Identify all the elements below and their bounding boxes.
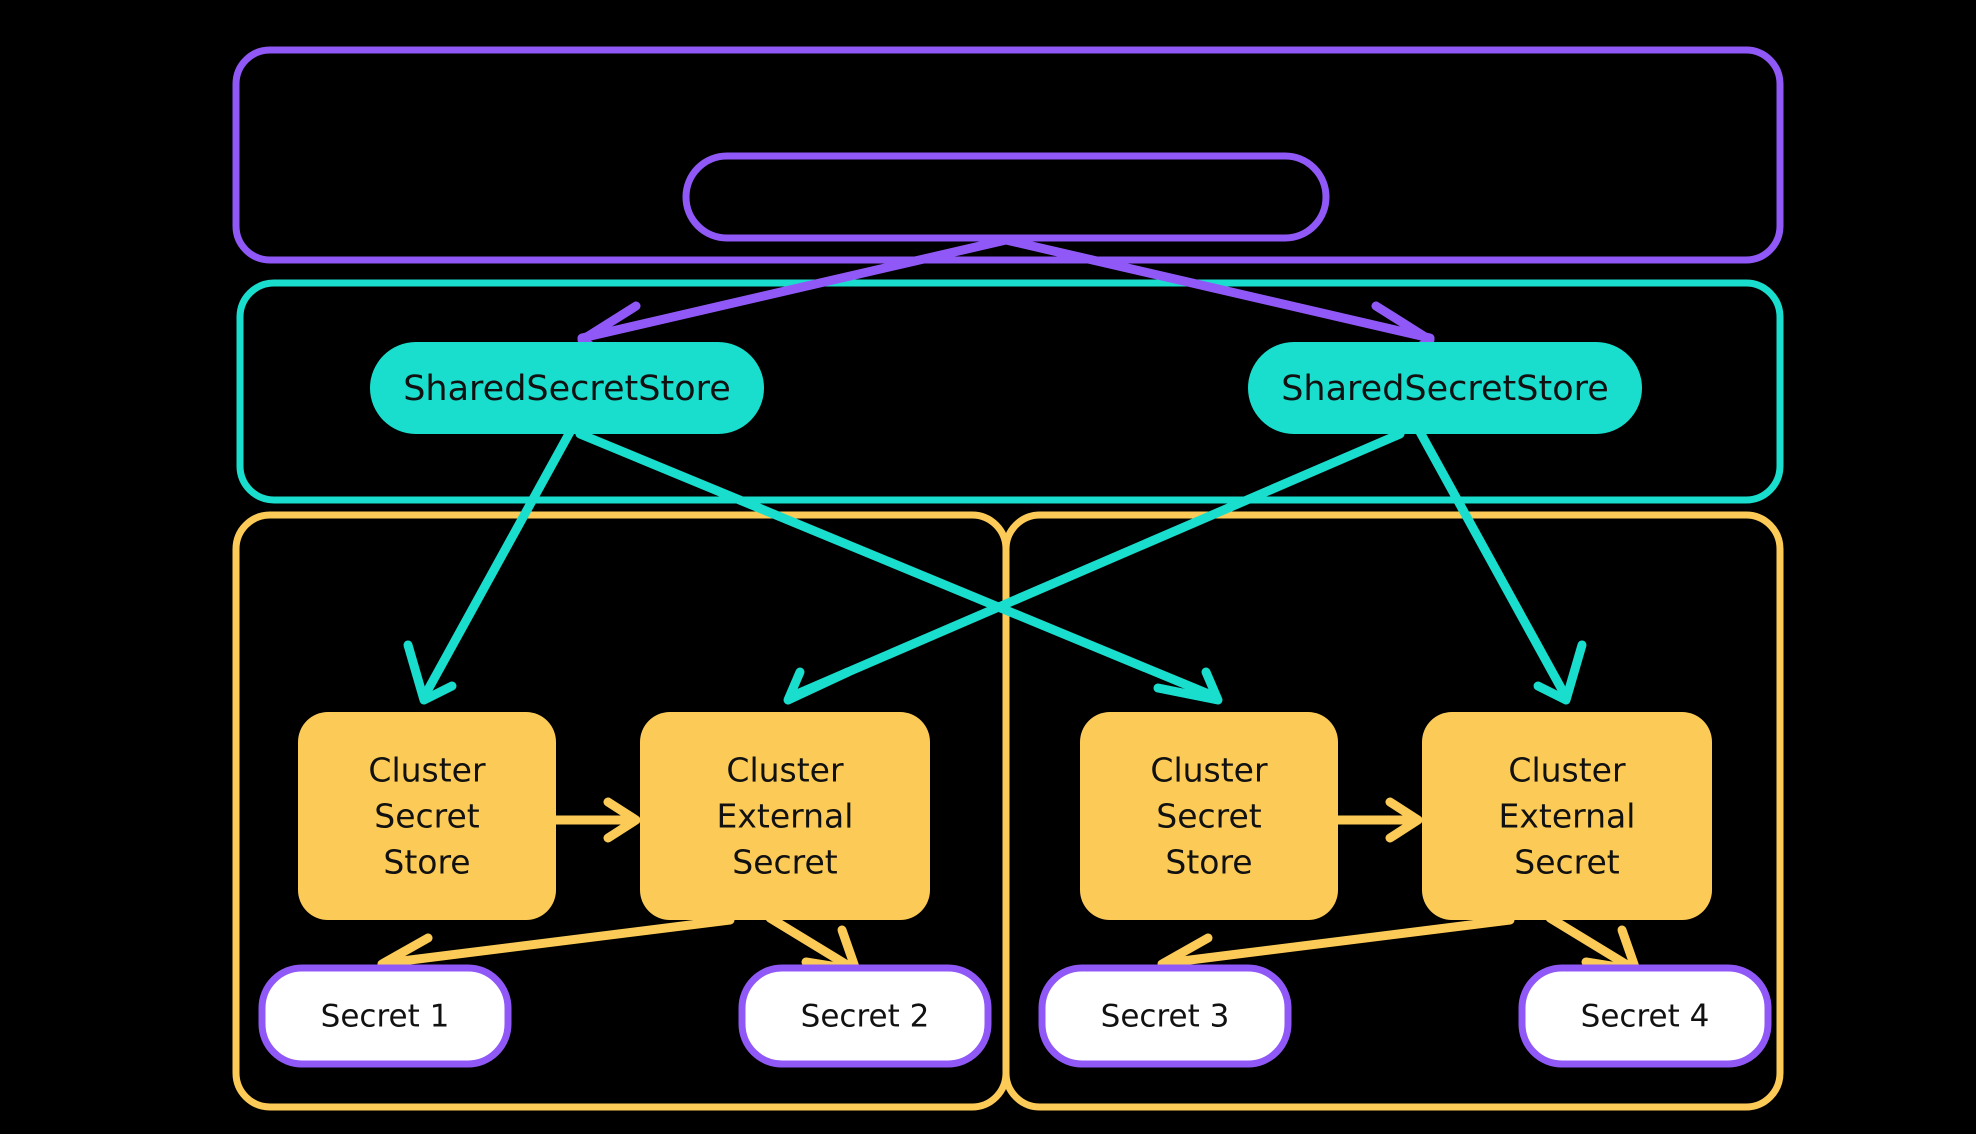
- secret-4-shape[interactable]: [1518, 964, 1772, 1068]
- shared-secret-store-left-shape[interactable]: [370, 342, 764, 434]
- shared-secret-store-right-shape[interactable]: [1248, 342, 1642, 434]
- edge-shared-left-to-css-right: [575, 429, 1223, 705]
- secret-4[interactable]: Secret 4: [1518, 964, 1772, 1068]
- shared-secret-store-container[interactable]: [236, 279, 1784, 504]
- secret-3[interactable]: Secret 3: [1038, 964, 1292, 1068]
- cluster-external-secret-left-shape[interactable]: [640, 712, 930, 920]
- operator-container[interactable]: [232, 46, 1784, 264]
- secret-2-shape[interactable]: [738, 964, 992, 1068]
- edge-shared-right-to-ces-right: [1415, 427, 1587, 705]
- cluster-external-secret-right[interactable]: Cluster External Secret: [1422, 712, 1712, 920]
- cluster-secret-store-left-line1: Cluster: [368, 751, 486, 790]
- edge-shared-left-to-css-left: [403, 427, 575, 705]
- secret-3-label: Secret 3: [1101, 999, 1230, 1035]
- secret-1-shape[interactable]: [258, 964, 512, 1068]
- cluster-external-secret-left[interactable]: Cluster External Secret: [640, 712, 930, 920]
- secret-4-label: Secret 4: [1581, 999, 1710, 1035]
- edge-css-right-to-ces-right: [1333, 797, 1423, 843]
- cluster-secret-store-right-line3: Store: [1165, 843, 1252, 882]
- cluster-secret-store-right-line2: Secret: [1156, 797, 1262, 836]
- cluster-secret-store-left-shape[interactable]: [298, 712, 556, 920]
- cluster-secret-store-left[interactable]: Cluster Secret Store: [298, 712, 556, 920]
- cluster-external-secret-right-line2: External: [1499, 797, 1636, 836]
- cluster-secret-store-right[interactable]: Cluster Secret Store: [1080, 712, 1338, 920]
- cluster-external-secret-left-line1: Cluster: [726, 751, 844, 790]
- secret-2-label: Secret 2: [801, 999, 930, 1035]
- secret-1-label: Secret 1: [321, 999, 450, 1035]
- cluster-external-secret-right-line3: Secret: [1514, 843, 1620, 882]
- cluster-secret-store-left-line2: Secret: [374, 797, 480, 836]
- secret-2[interactable]: Secret 2: [738, 964, 992, 1068]
- shared-secret-store-right-label: SharedSecretStore: [1281, 369, 1609, 409]
- cluster-external-secret-right-line1: Cluster: [1508, 751, 1626, 790]
- secret-1[interactable]: Secret 1: [258, 964, 512, 1068]
- cluster-external-secret-right-shape[interactable]: [1422, 712, 1712, 920]
- cluster-external-secret-left-line2: External: [717, 797, 854, 836]
- shared-secret-store-right[interactable]: SharedSecretStore: [1248, 342, 1642, 434]
- cluster-right-container[interactable]: [1002, 511, 1784, 1111]
- cluster-secret-store-left-line3: Store: [383, 843, 470, 882]
- secret-3-shape[interactable]: [1038, 964, 1292, 1068]
- cluster-secret-store-right-shape[interactable]: [1080, 712, 1338, 920]
- shared-secret-store-left[interactable]: SharedSecretStore: [370, 342, 764, 434]
- edge-shared-right-to-ces-left: [783, 429, 1405, 705]
- cluster-external-secret-left-line3: Secret: [732, 843, 838, 882]
- edge-css-left-to-ces-left: [551, 797, 641, 843]
- cluster-secret-store-right-line1: Cluster: [1150, 751, 1268, 790]
- shared-secret-store-left-label: SharedSecretStore: [403, 369, 731, 409]
